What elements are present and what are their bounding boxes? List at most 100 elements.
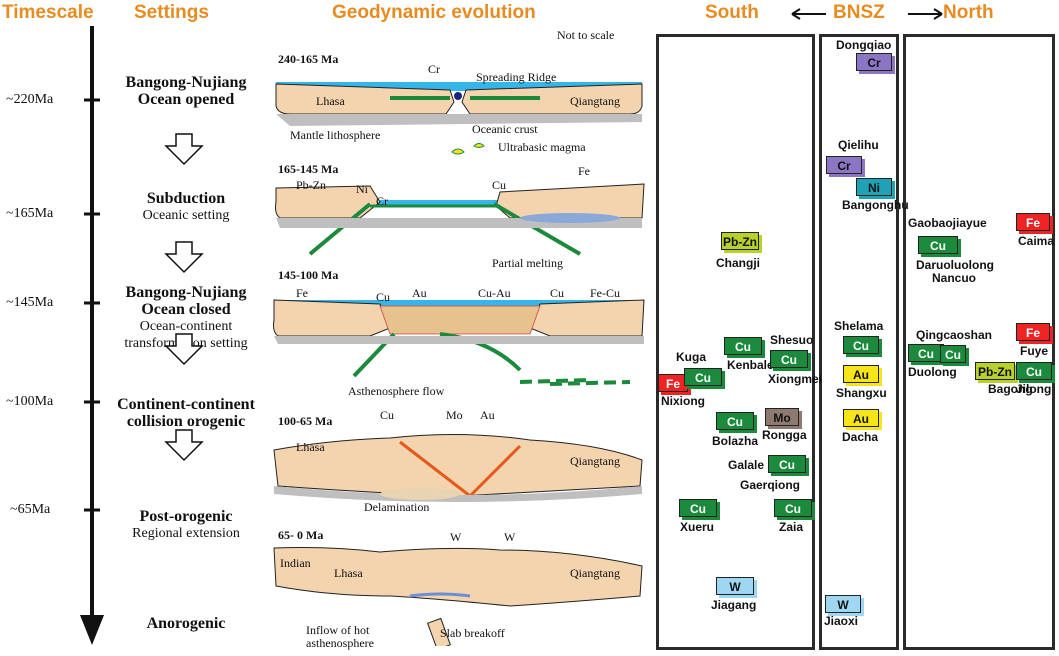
south-deposit-rongga: Rongga [762, 428, 807, 442]
stage3-au: Au [412, 286, 427, 300]
bnsz-panel [819, 34, 899, 650]
stage4-age: 100-65 Ma [278, 414, 333, 428]
down-arrow-icon [164, 241, 204, 274]
north-mineral-fe: Fe [1016, 213, 1050, 231]
stage1-age: 240-165 Ma [278, 52, 339, 66]
time-tick-145: ~145Ma [6, 295, 54, 310]
bnsz-deposit-qielihu: Qielihu [838, 138, 879, 152]
stage5-w1: W [450, 530, 462, 544]
north-mineral-cu: Cu [908, 344, 944, 362]
north-panel [903, 34, 1055, 650]
stage2-cr: Cr [376, 194, 388, 208]
south-mineral-mo: Mo [765, 408, 799, 426]
bnsz-mineral-cu: Cu [843, 336, 879, 354]
stage1-ultrabasic: Ultrabasic magma [498, 140, 586, 154]
stage3-fe: Fe [296, 286, 308, 300]
stage3-diagram [273, 299, 645, 386]
bnsz-mineral-w: W [825, 595, 861, 613]
stage4-diagram [273, 433, 643, 502]
stage5-lhasa: Lhasa [334, 566, 363, 580]
north-mineral-fe: Fe [1016, 323, 1050, 341]
stage5-inflow: Inflow of hot asthenosphere [306, 623, 374, 650]
north-deposit-jilong: Jilong [1016, 382, 1052, 396]
south-mineral-cu: Cu [770, 350, 808, 368]
north-header: North [943, 2, 994, 23]
stage5-age: 65- 0 Ma [278, 528, 324, 542]
bnsz-deposit-dongqiao: Dongqiao [836, 38, 892, 52]
bnsz-header: BNSZ [833, 2, 885, 23]
stage2-pbzn: Pb-Zn [296, 178, 326, 192]
stage3-cu: Cu [376, 290, 391, 304]
stage1-mantle: Mantle lithosphere [290, 128, 381, 142]
stage5-w2: W [504, 530, 516, 544]
bnsz-deposit-shangxu: Shangxu [836, 386, 887, 400]
settings-header: Settings [134, 2, 209, 23]
stage5-qiangtang: Qiangtang [570, 566, 620, 580]
stage3-cu2: Cu [550, 286, 565, 300]
stage5-slab-breakoff: Slab breakoff [440, 626, 505, 640]
south-deposit-jiagang: Jiagang [711, 598, 757, 612]
timescale-header: Timescale [2, 2, 94, 23]
down-arrow-icon [164, 133, 204, 166]
evolution-header: Geodynamic evolution [332, 2, 536, 23]
down-arrow-icon [164, 333, 204, 366]
stage5-indian: Indian [280, 556, 311, 570]
south-mineral-cu: Cu [684, 368, 722, 386]
axis-arrow-icon [80, 615, 104, 645]
north-deposit-caima: Caima [1018, 234, 1055, 248]
bnsz-deposit-dacha: Dacha [842, 430, 879, 444]
south-mineral-cu: Cu [768, 455, 806, 473]
south-header: South [705, 2, 759, 23]
stage2-partial-melting: Partial melting [492, 256, 563, 270]
stage5-diagram [273, 547, 643, 646]
south-deposit-kenbale: Kenbale [727, 358, 774, 372]
south-mineral-fe: Fe [658, 374, 688, 392]
stage4-au: Au [480, 408, 495, 422]
south-deposit-kuga: Kuga [676, 350, 706, 364]
north-deposit-qingcaoshan: Qingcaoshan [916, 328, 993, 342]
stage3-asthenosphere: Asthenosphere flow [348, 384, 445, 398]
north-deposit-duolong: Duolong [908, 365, 957, 379]
arrow-left-icon [791, 8, 826, 20]
stage2-diagram [275, 183, 645, 256]
stage1-diagram [275, 82, 643, 155]
bnsz-mineral-au: Au [843, 365, 879, 383]
time-tick-65: ~65Ma [10, 502, 51, 517]
north-mineral-pbzn: Pb-Zn [975, 362, 1015, 380]
south-deposit-nixiong: Nixiong [661, 394, 705, 408]
south-deposit-zaia: Zaia [779, 520, 804, 534]
stage2-age: 165-145 Ma [278, 162, 339, 176]
south-panel [656, 34, 815, 650]
stage4-lhasa: Lhasa [296, 440, 325, 454]
south-deposit-bolazha: Bolazha [712, 434, 759, 448]
setting-collision: Continent-continent collision orogenic [117, 396, 255, 430]
stage2-fe: Fe [578, 164, 590, 178]
south-mineral-cu: Cu [679, 499, 717, 517]
bnsz-deposit-jiaoxi: Jiaoxi [824, 614, 859, 628]
bnsz-arrows [791, 8, 943, 20]
south-deposit-shesuo: Shesuo [770, 333, 814, 347]
south-deposit-xiongmei: Xiongmei [768, 372, 823, 386]
stage1-cr: Cr [428, 62, 440, 76]
stage1-lhasa: Lhasa [316, 94, 345, 108]
stage1-note: Not to scale [557, 28, 615, 42]
time-tick-165: ~165Ma [6, 206, 54, 221]
setting-post-orogenic: Post-orogenic Regional extension [132, 508, 240, 541]
south-deposit-galale: Galale [728, 458, 765, 472]
down-arrow-icon [164, 429, 204, 462]
bnsz-mineral-cr: Cr [856, 53, 892, 71]
north-deposit-bagong: Bagong [988, 382, 1033, 396]
timescale-axis [80, 26, 104, 645]
north-mineral-cu: Cu [918, 236, 958, 254]
stage4-delamination: Delamination [364, 500, 430, 514]
stage4-qiangtang: Qiangtang [570, 454, 620, 468]
bnsz-mineral-au: Au [843, 409, 879, 427]
bnsz-deposit-bangonghu: Bangonghu [842, 198, 909, 212]
stage2-ni: Ni [356, 182, 368, 196]
south-mineral-w: W [716, 577, 754, 595]
north-mineral-cu: Cu [1016, 362, 1052, 380]
south-mineral-cu: Cu [716, 412, 754, 430]
setting-ocean-opened: Bangong-Nujiang Ocean opened [125, 74, 247, 108]
bnsz-mineral-cr: Cr [826, 156, 862, 174]
stage1-qiangtang: Qiangtang [570, 94, 620, 108]
